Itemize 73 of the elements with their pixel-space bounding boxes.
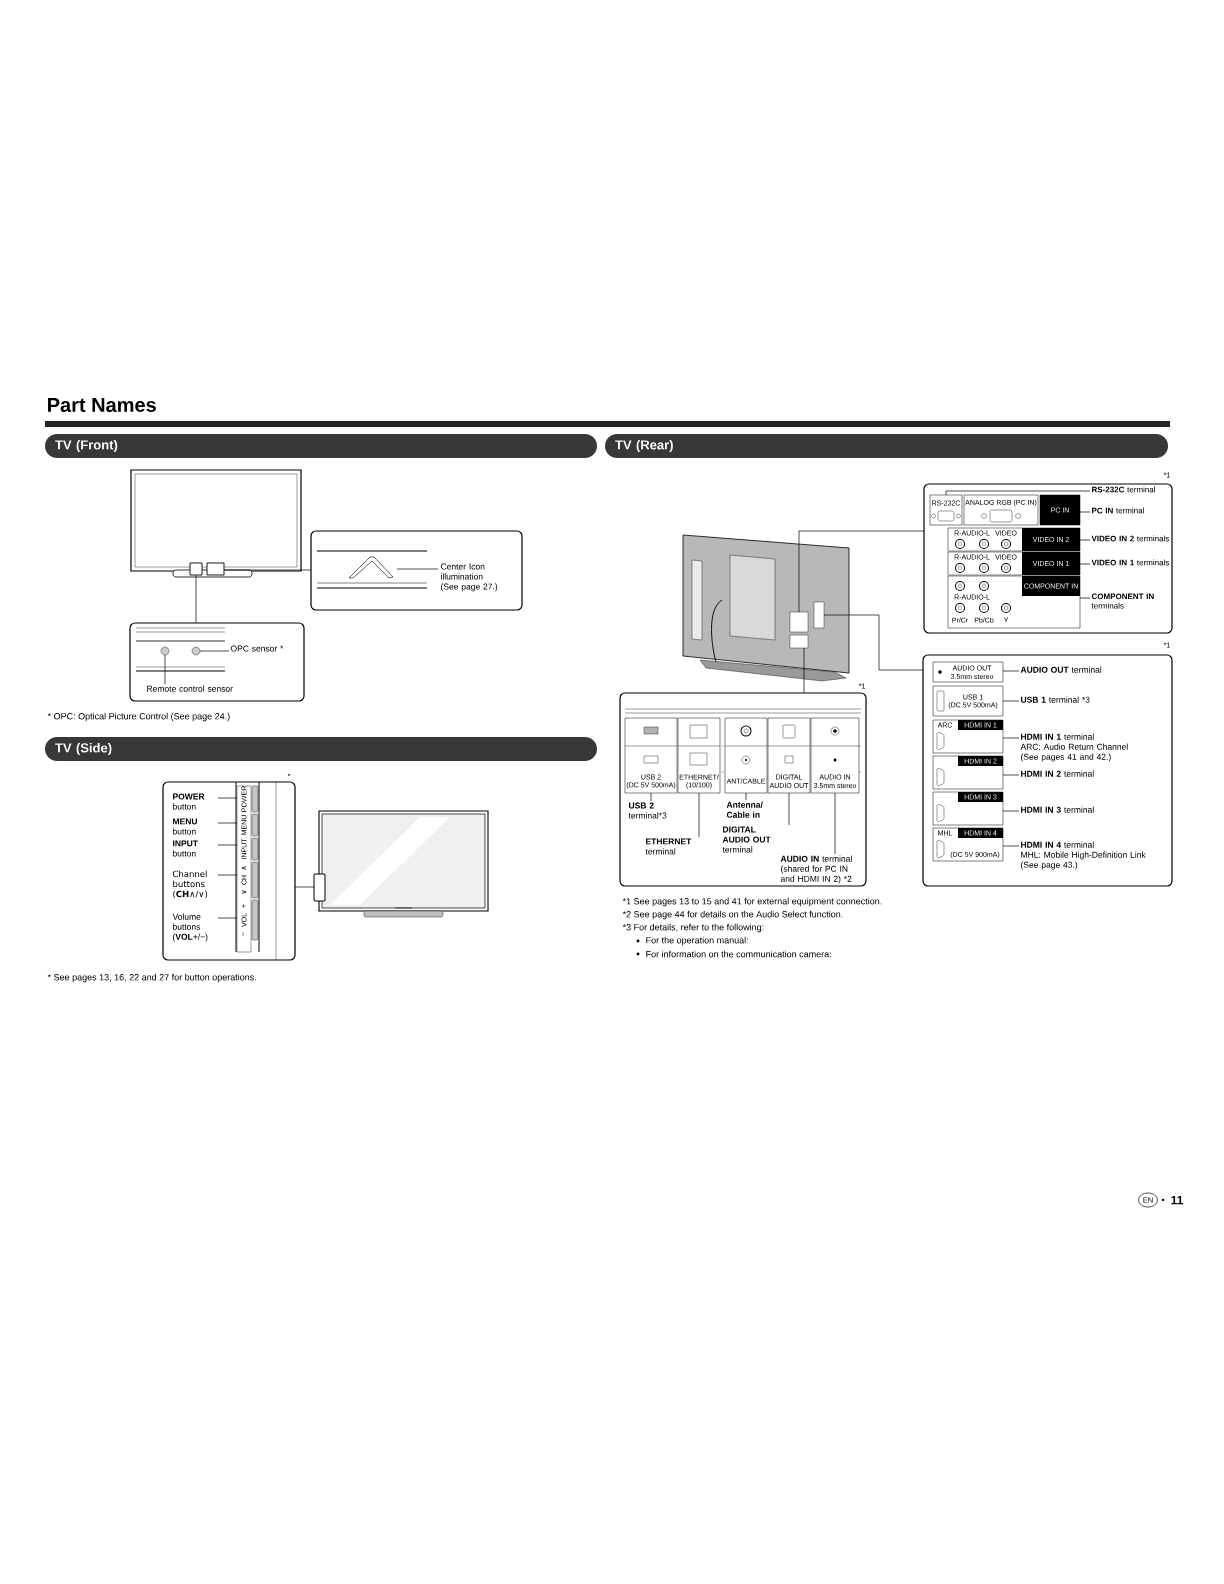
part-label: HDMI IN 4 terminal MHL: Mobile High-Definition Link (See page 43.) [1021,841,1146,870]
leader-line [164,654,166,685]
part-label: ETHERNET terminal [645,838,692,855]
leader-line [803,647,805,694]
part-label: Channel buttons (CH∧/∨) [172,870,208,899]
leader-line [1002,670,1020,672]
leader-line [1002,774,1020,776]
page-number: 11 [1161,1195,1183,1205]
chevron-icon [348,556,394,579]
part-label: PC IN terminal [1092,507,1144,514]
part-label: INPUT button [173,840,198,857]
leader-line [217,844,238,846]
part-label: AUDIO OUT terminal [1020,666,1102,673]
part-label: Center Icon illumination (See page 27.) [440,563,498,592]
part-label: AUDIO IN terminal (shared for PC IN and HDMI IN 2) *2 [780,855,852,884]
leader-line [396,568,439,570]
part-label: POWER button [173,793,205,810]
part-label: DIGITAL AUDIO OUT terminal [722,826,771,853]
footnote: *1 See pages 13 to 15 and 41 for external equipment connection. [622,897,882,907]
footnote: *2 See page 44 for details on the Audio Select function. [622,910,843,920]
leader-line [223,569,312,571]
part-label: HDMI IN 2 terminal [1021,770,1094,777]
leader-line [650,792,652,802]
footnote-item: For the operation manual: [636,936,748,946]
part-label: USB 2 terminal*3 [628,802,667,819]
page-title: Part Names [48,398,156,412]
leader-line [1002,700,1020,702]
part-label: HDMI IN 1 terminal ARC: Audio Return Channel (See pages 41 and 42.) [1020,733,1128,762]
footnote: * OPC: Optical Picture Control (See page 24.) [47,712,230,722]
leader-line [945,490,1091,496]
leader-line [294,886,315,888]
leader-line [195,574,197,624]
part-label: OPC sensor * [230,645,284,652]
footnote-item: For information on the communication camera: [636,950,831,958]
leader-line [217,797,238,799]
leader-line [199,650,230,652]
part-label: Antenna/ Cable in [726,801,763,818]
leader-line [1002,810,1020,812]
leader-line [1002,845,1020,847]
part-label: Volume buttons (VOL+/−) [172,913,208,942]
leader-line [788,792,790,826]
leader-line [1002,737,1020,739]
part-label: RS-232C terminal [1092,486,1155,493]
button-strip [235,781,277,961]
part-label: MENU button [173,818,197,835]
leader-line [217,917,238,919]
leader-line [1079,511,1091,513]
callout-box [129,622,305,702]
tv-drawing [682,534,850,682]
section-header: TV (Rear) [605,434,1168,458]
leader-line [1079,563,1091,565]
tv-drawing [130,469,302,578]
part-label: COMPONENT IN terminals [1091,593,1154,609]
callout-box [310,530,523,611]
leader-line [745,792,747,801]
part-label: Remote control sensor [147,685,233,692]
part-label: VIDEO IN 1 terminals [1091,559,1169,566]
leader-line [1079,597,1091,599]
footnote: *3 For details, refer to the following: [622,923,764,933]
tv-drawing [313,810,489,918]
leader-line [798,530,925,613]
leader-line [217,874,238,876]
leader-line [1079,539,1091,541]
part-label: VIDEO IN 2 terminals [1091,535,1169,542]
footnote: * See pages 13, 16, 22 and 27 for button operations. [47,973,256,983]
part-label: HDMI IN 3 terminal [1021,806,1094,813]
part-label: USB 1 terminal *3 [1021,696,1090,703]
section-header: TV (Front) [45,434,597,458]
leader-line [698,792,700,838]
leader-line [823,614,924,671]
section-header: TV (Side) [45,737,597,761]
leader-line [217,822,238,824]
leader-line [834,792,836,855]
